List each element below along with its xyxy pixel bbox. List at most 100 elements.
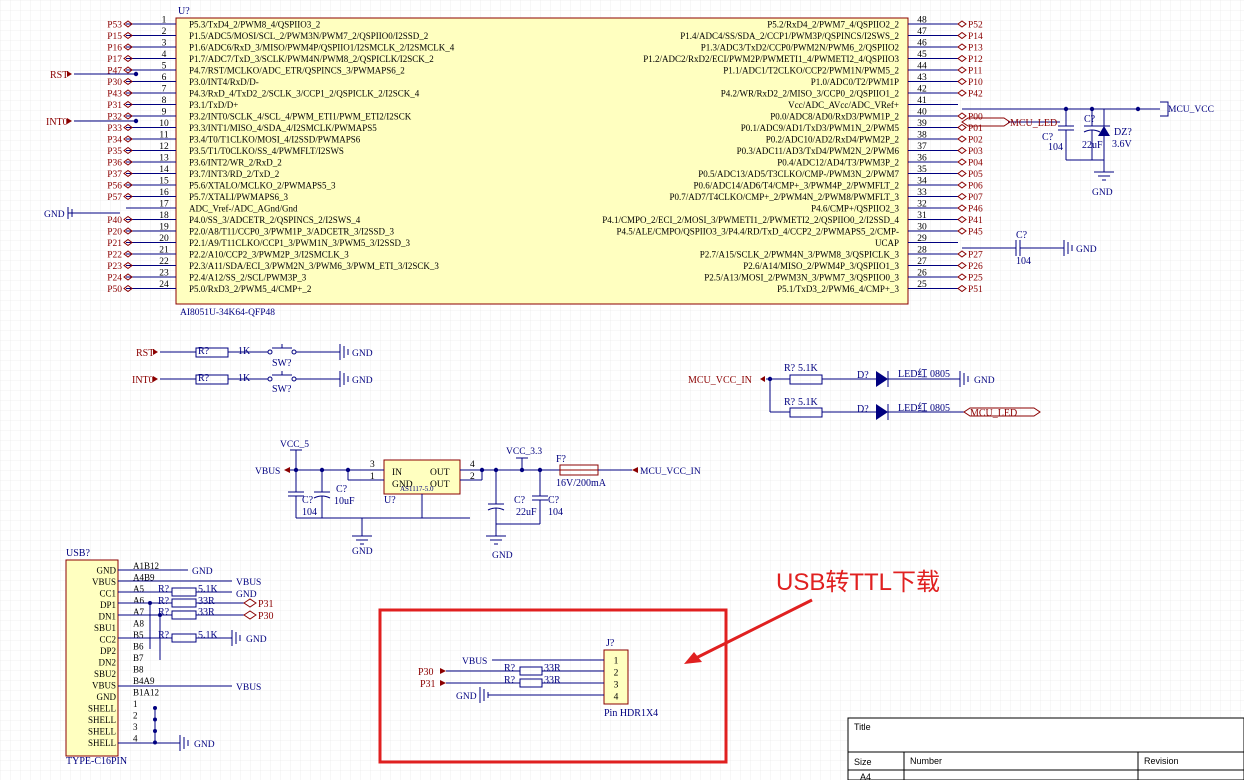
pin-net-label[interactable]: P04	[968, 159, 983, 169]
usb-p30-label[interactable]: P30	[258, 611, 274, 622]
pin-net-label[interactable]: P47	[107, 67, 122, 77]
pin-net-label[interactable]: P17	[107, 55, 122, 65]
pin-net-label[interactable]: P07	[968, 193, 983, 203]
mcu-pin-right[interactable]: 47P1.4/ADC4/SS/SDA_2/CCP1/PWM3P/QSPINCS/…	[680, 27, 983, 42]
pin-net-label[interactable]: P36	[107, 159, 122, 169]
mcu-pin-right[interactable]: 42P4.2/WR/RxD2_2/MISO_3/CCP0_2/QSPIIO1_2…	[721, 85, 983, 100]
hdr-p31-label[interactable]: P31	[420, 679, 436, 690]
pin-net-label[interactable]: P26	[968, 262, 983, 272]
pin-net-label[interactable]: P57	[107, 193, 122, 203]
pin-net-label[interactable]: P35	[107, 147, 122, 157]
pin-net-label[interactable]: P10	[968, 78, 983, 88]
mcu-pin-right[interactable]: 35P0.5/ADC13/AD5/T3CLKO/CMP-/PWM3N_2/PWM…	[698, 165, 983, 180]
pin-net-label[interactable]: P27	[968, 251, 983, 261]
pin-net-label[interactable]: P23	[107, 262, 122, 272]
pin-net-label[interactable]: P11	[968, 67, 983, 77]
pin-net-label[interactable]: P32	[107, 113, 122, 123]
pin-net-label[interactable]: P34	[107, 136, 122, 146]
pin-net-label[interactable]: P03	[968, 147, 983, 157]
button-circuits[interactable]: RST R? 1K SW? GND INT0 R?	[132, 344, 373, 395]
pin-net-label[interactable]: P06	[968, 182, 983, 192]
pin-net-label[interactable]: P50	[107, 285, 122, 295]
net-mcu-led[interactable]: MCU_LED	[1010, 118, 1057, 129]
pin-net-label[interactable]: P15	[107, 32, 122, 42]
vcc-decoupling[interactable]: MCU_VCC MCU_LED C? 104 C? 22uF DZ? 3.6V …	[961, 101, 1214, 267]
pin-net-label[interactable]: P14	[968, 32, 983, 42]
net-mcu-vcc-in-out[interactable]: MCU_VCC_IN	[640, 467, 701, 477]
pin-net-label[interactable]: P45	[968, 228, 983, 238]
pin-net-label[interactable]: P20	[107, 228, 122, 238]
pin-net-label[interactable]: P05	[968, 170, 983, 180]
pin-net-label[interactable]: P25	[968, 274, 983, 284]
pin-net-label[interactable]: P41	[968, 216, 983, 226]
pin-net-label[interactable]: P56	[107, 182, 122, 192]
net-int0-label[interactable]: INT0	[46, 117, 68, 128]
pin-net-label[interactable]: P40	[107, 216, 122, 226]
pin-net-label[interactable]: P22	[107, 251, 122, 261]
pin-net-label[interactable]: P43	[107, 90, 122, 100]
pin-net-label[interactable]: P31	[107, 101, 122, 111]
ldo-regulator-circuit[interactable]: VCC_5 VBUS C? 104 C? 10uF 3 1 4 2 IN GND	[255, 440, 701, 561]
pin-net-label[interactable]: P33	[107, 124, 122, 134]
hdr-p30-label[interactable]: P30	[418, 667, 434, 678]
net-mcu-vcc[interactable]: MCU_VCC	[1168, 105, 1214, 115]
led-circuits[interactable]: MCU_VCC_IN R? 5.1K D? LED红 0805 GND R?	[688, 363, 1041, 420]
mcu-pin-right[interactable]: 30P4.5/ALE/CMPO/QSPIIO3_3/P4.4/RD/TxD_4/…	[616, 223, 983, 238]
mcu-pin-right[interactable]: 31P4.1/CMPO_2/ECI_2/MOSI_3/PWMETI1_2/PWM…	[602, 211, 983, 226]
pin-net-label[interactable]: P16	[107, 44, 122, 54]
pin-net-label[interactable]: P21	[107, 239, 122, 249]
pin-net-label[interactable]: P46	[968, 205, 983, 215]
pin-net-label[interactable]: P42	[968, 90, 983, 100]
mcu-pin-right[interactable]: 26P2.5/A13/MOSI_2/PWM3N_3/PWM7_3/QSPIIO0…	[704, 269, 983, 284]
pin-net-label[interactable]: P30	[107, 78, 122, 88]
usb-p31-label[interactable]: P31	[258, 599, 274, 610]
net-mcu-vcc-in[interactable]: MCU_VCC_IN	[688, 375, 752, 386]
mcu-pin-right[interactable]: 46P1.3/ADC3/TxD2/CCP0/PWM2N/PWM6_2/QSPII…	[701, 39, 983, 54]
mcu-pin-right[interactable]: 45P1.2/ADC2/RxD2/ECI/PWM2P/PWMETI1_4/PWM…	[643, 50, 983, 65]
pin-net-label[interactable]: P12	[968, 55, 983, 65]
mcu-pin-right[interactable]: 28P2.7/A15/SCLK_2/PWM4N_3/PWM8_3/QSPICLK…	[700, 246, 983, 261]
pin-net-label[interactable]: P24	[107, 274, 122, 284]
pin-net-label[interactable]: P13	[968, 44, 983, 54]
pin-net-label[interactable]: P52	[968, 21, 983, 31]
pin-net-label[interactable]: P01	[968, 124, 983, 134]
